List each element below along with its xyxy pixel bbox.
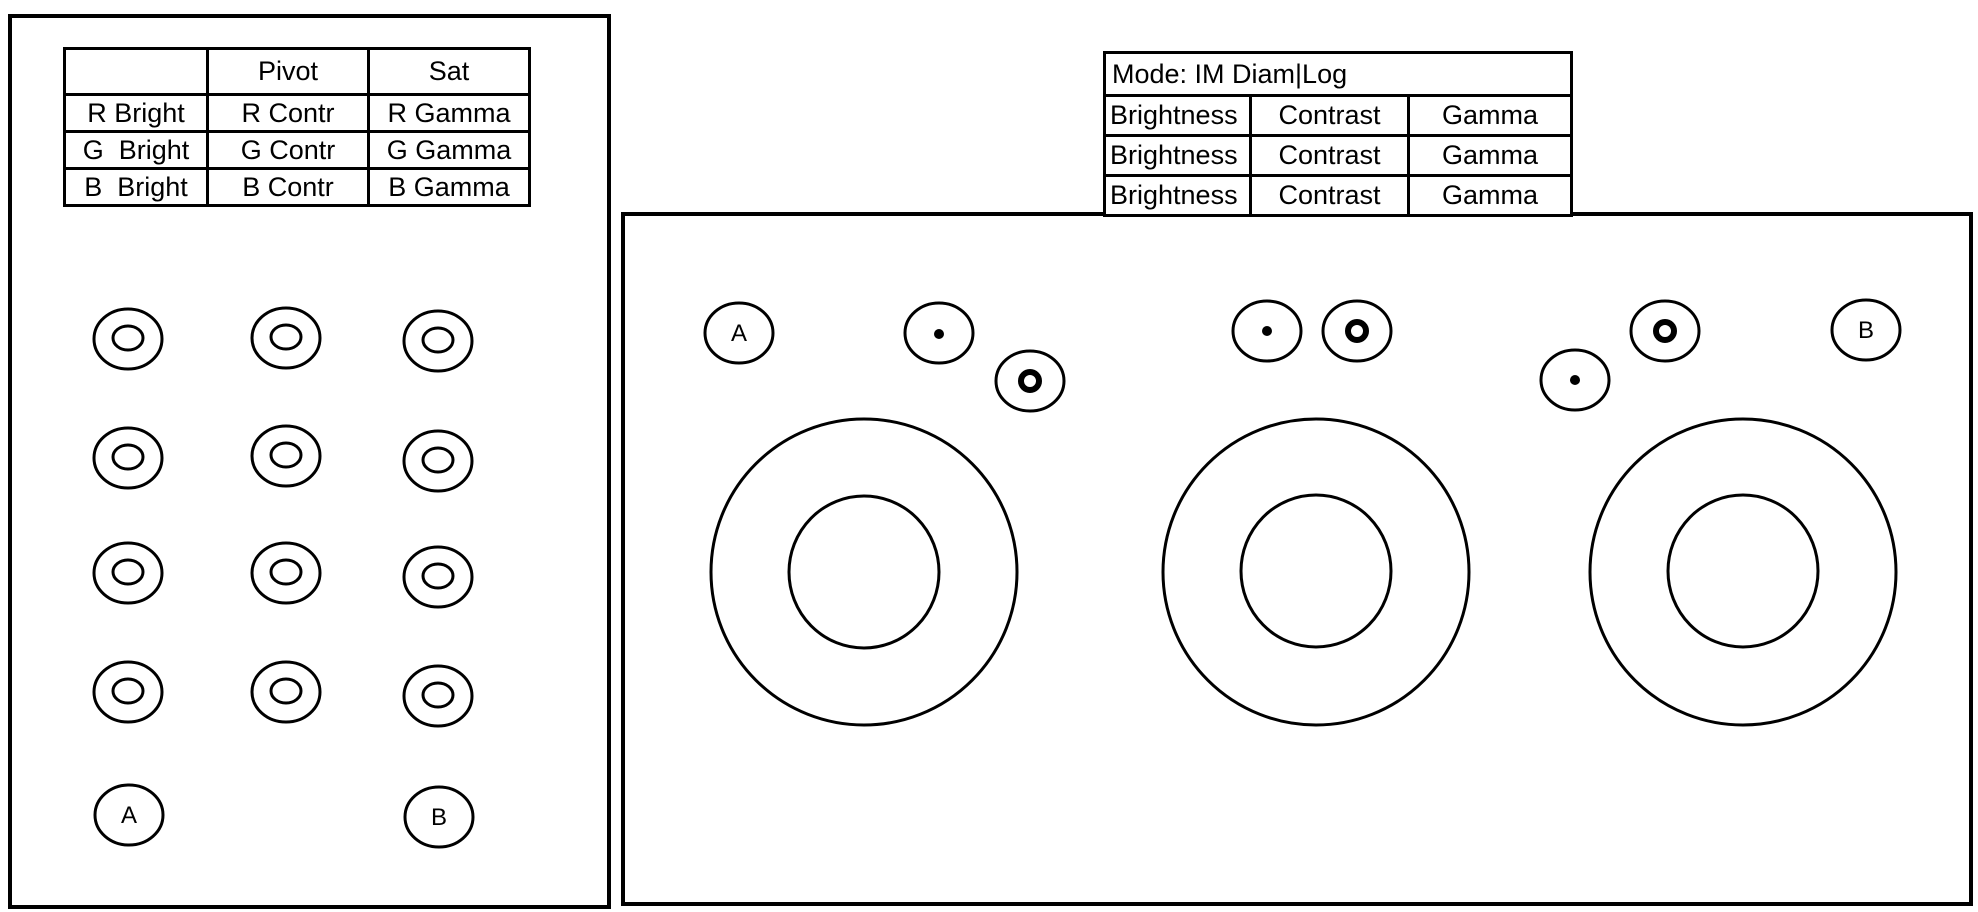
trackball-ball[interactable] (787, 494, 941, 650)
table-cell (63, 47, 209, 96)
knob[interactable] (92, 307, 164, 371)
left-button-a-label: A (121, 802, 137, 829)
table-cell: B Gamma (367, 167, 531, 207)
table-cell: R Bright (63, 93, 209, 133)
table-row: Brightness Contrast Gamma (1103, 134, 1573, 177)
knob[interactable] (402, 309, 474, 373)
table-cell: B Bright (63, 167, 209, 207)
table-row: Brightness Contrast Gamma (1103, 94, 1573, 137)
trackball-ring[interactable] (1588, 417, 1898, 727)
table-cell: Contrast (1249, 94, 1410, 137)
table-cell: G Gamma (367, 130, 531, 170)
table-cell: Gamma (1407, 94, 1573, 137)
left-button-b-label: B (431, 804, 447, 831)
trackball-ring[interactable] (1161, 417, 1471, 727)
left-knob-label-table: Pivot Sat R Bright R Contr R Gamma G Bri… (63, 47, 531, 207)
knob[interactable] (250, 660, 322, 724)
knob[interactable] (92, 541, 164, 605)
table-cell: Contrast (1249, 174, 1410, 217)
knob[interactable] (402, 429, 474, 493)
table-cell: Contrast (1249, 134, 1410, 177)
left-button-b[interactable]: B (403, 785, 475, 849)
table-row: R Bright R Contr R Gamma (63, 93, 531, 133)
small-ring-button[interactable] (1321, 299, 1393, 363)
table-cell: G Contr (206, 130, 370, 170)
table-cell: G Bright (63, 130, 209, 170)
knob[interactable] (402, 664, 474, 728)
trackball-left[interactable] (709, 417, 1019, 727)
table-row: B Bright B Contr B Gamma (63, 167, 531, 207)
trackball-right[interactable] (1588, 417, 1898, 727)
right-button-a[interactable]: A (703, 301, 775, 365)
trackball-ball[interactable] (1239, 493, 1393, 649)
left-button-a[interactable]: A (93, 783, 165, 847)
knob[interactable] (402, 545, 474, 609)
right-button-a-label: A (731, 320, 747, 347)
table-row: G Bright G Contr G Gamma (63, 130, 531, 170)
mode-row: Mode: IM Diam|Log (1103, 51, 1573, 97)
table-cell: Brightness (1103, 94, 1252, 137)
small-dot-button[interactable] (1539, 348, 1611, 412)
table-cell: Brightness (1103, 134, 1252, 177)
trackball-ring[interactable] (709, 417, 1019, 727)
knob[interactable] (250, 424, 322, 488)
table-cell: Pivot (206, 47, 370, 96)
table-cell: R Gamma (367, 93, 531, 133)
small-ring-button[interactable] (994, 349, 1066, 413)
mode-label: Mode: IM Diam|Log (1103, 51, 1573, 97)
table-header-row: Pivot Sat (63, 47, 531, 96)
table-cell: B Contr (206, 167, 370, 207)
table-cell: Sat (367, 47, 531, 96)
trackball-ball[interactable] (1666, 493, 1820, 649)
table-cell: Gamma (1407, 134, 1573, 177)
trackball-center[interactable] (1161, 417, 1471, 727)
table-cell: Gamma (1407, 174, 1573, 217)
small-dot-button[interactable] (903, 301, 975, 365)
knob[interactable] (92, 660, 164, 724)
table-row: Brightness Contrast Gamma (1103, 174, 1573, 217)
left-panel (8, 14, 611, 909)
table-cell: R Contr (206, 93, 370, 133)
knob[interactable] (250, 306, 322, 370)
mode-table: Mode: IM Diam|Log Brightness Contrast Ga… (1103, 51, 1573, 217)
small-ring-button[interactable] (1629, 299, 1701, 363)
small-dot-button[interactable] (1231, 299, 1303, 363)
knob[interactable] (92, 426, 164, 490)
table-cell: Brightness (1103, 174, 1252, 217)
knob[interactable] (250, 541, 322, 605)
right-button-b-label: B (1858, 317, 1874, 344)
right-button-b[interactable]: B (1830, 298, 1902, 362)
left-knob-grid (92, 306, 474, 728)
